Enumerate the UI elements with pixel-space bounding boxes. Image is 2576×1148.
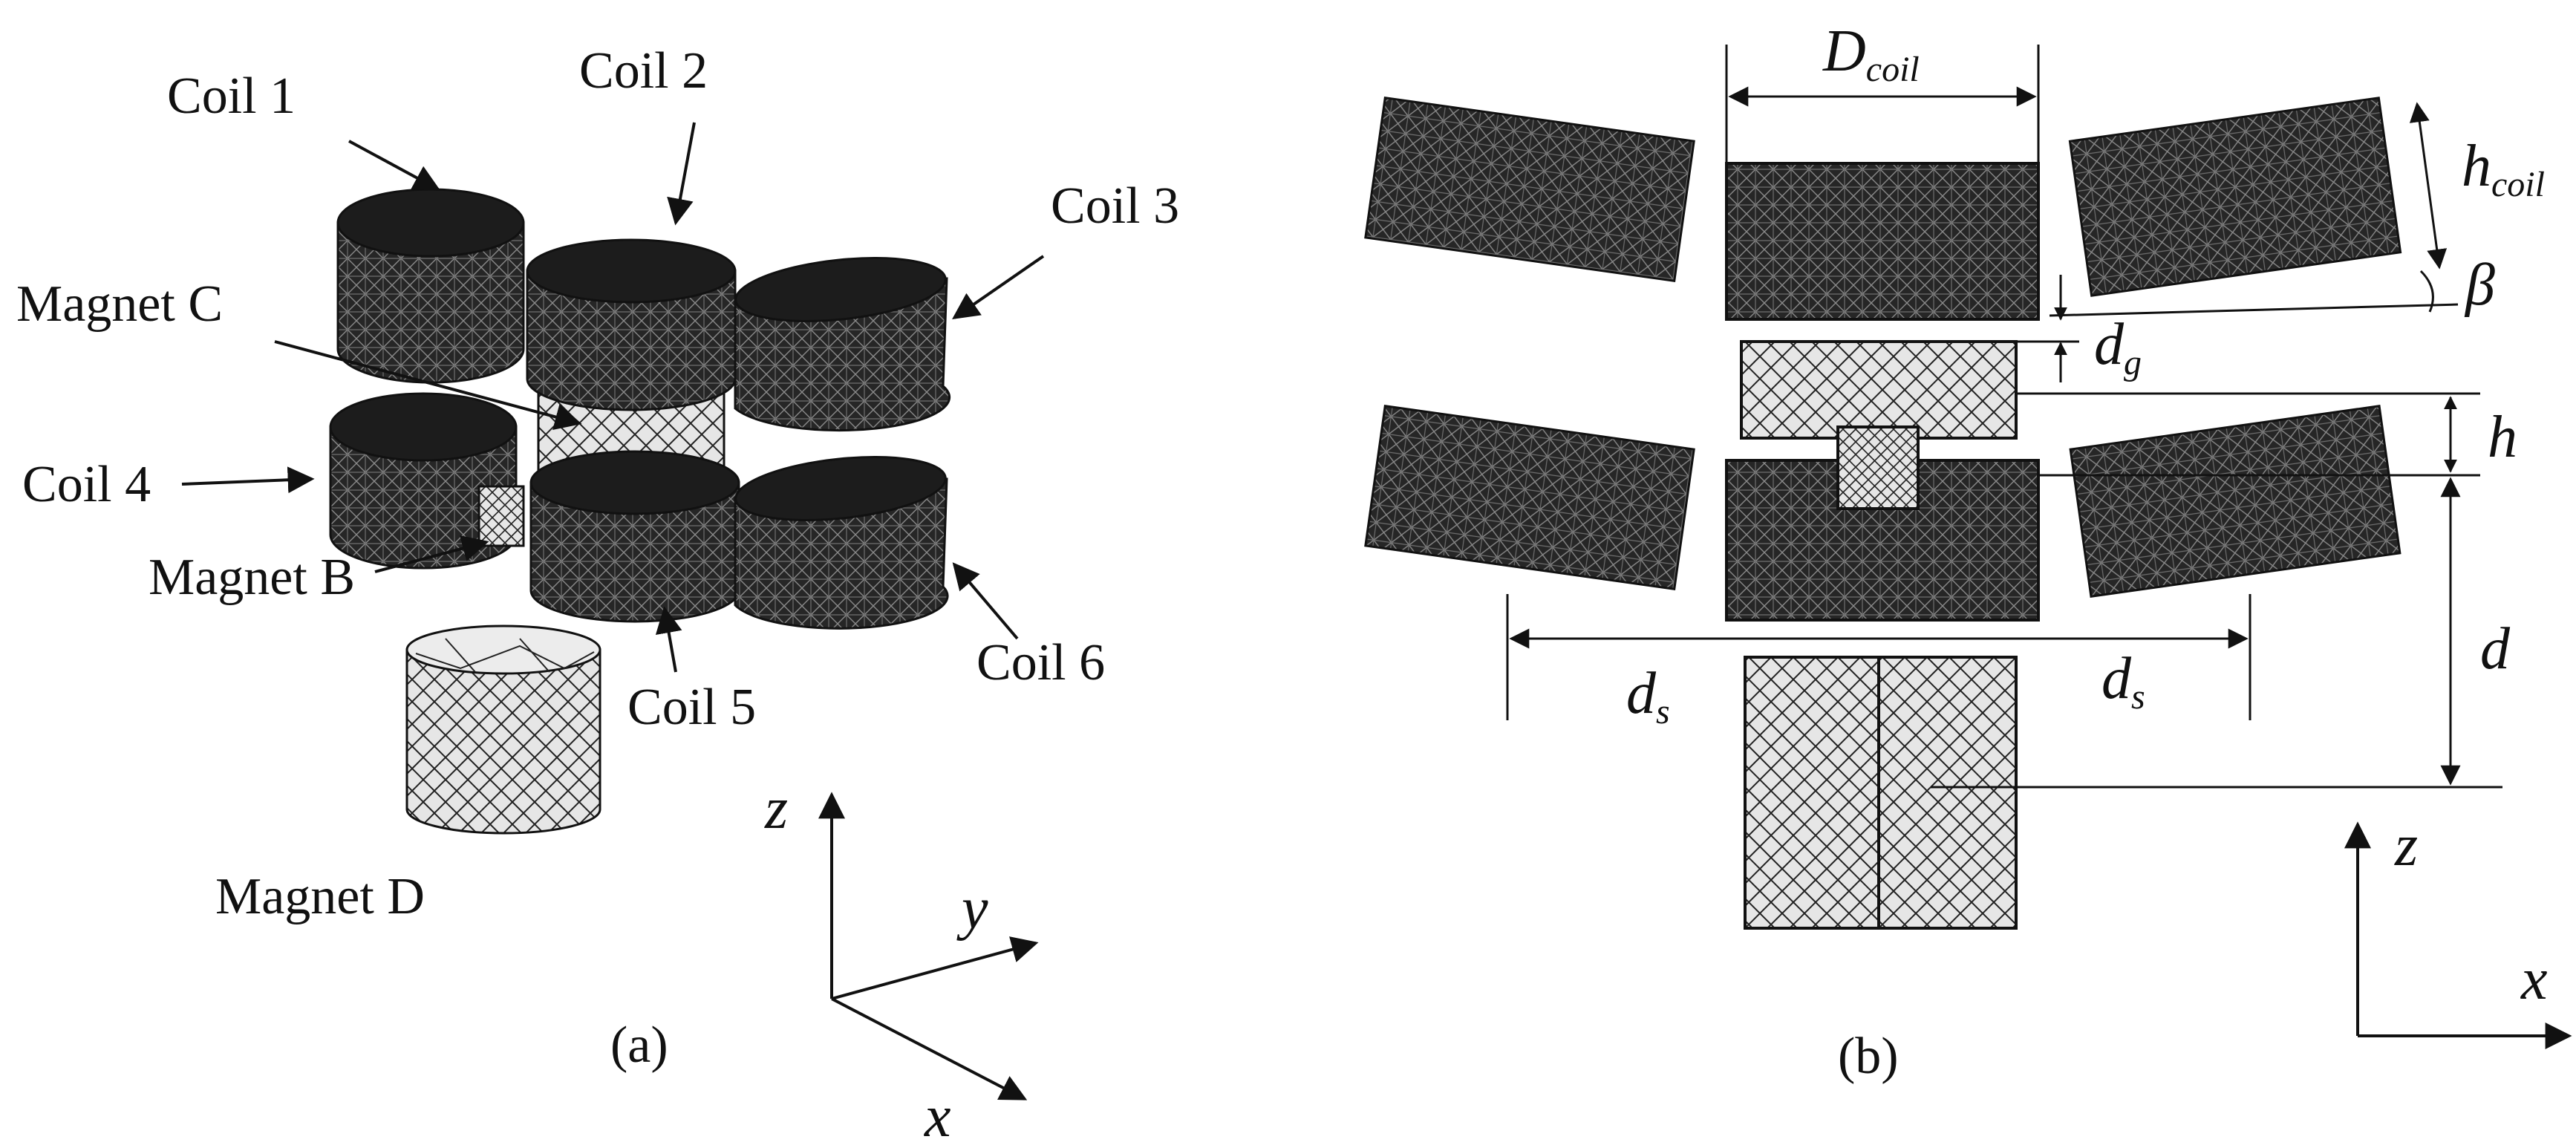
coil-4-label: Coil 4 — [22, 456, 151, 513]
y-axis-a — [831, 936, 1039, 1000]
axes-b: z x — [2344, 813, 2572, 1049]
panel-b: Dcoil hcoil β dg h d ds ds z — [1364, 19, 2572, 1085]
ds-left-label: ds — [1626, 661, 1670, 731]
dcoil-label: Dcoil — [1822, 19, 1920, 89]
x-axis-a — [831, 997, 1028, 1100]
coil-b-left-bottom — [1364, 405, 1695, 590]
magnet-d-label: Magnet D — [215, 868, 425, 925]
dg-label: dg — [2094, 312, 2142, 382]
magnet-b-b — [1836, 425, 1920, 510]
magnet-b-label: Magnet B — [149, 549, 355, 606]
coil-2-label: Coil 2 — [579, 42, 708, 100]
beta-arc — [2419, 270, 2434, 313]
beta-label: β — [2464, 252, 2495, 318]
panel-a: Coil 1 Coil 2 Coil 3 Magnet C Coil 4 Mag… — [16, 42, 1179, 1148]
coil-5-label: Coil 5 — [627, 679, 756, 736]
coil-b-right-bottom — [2069, 405, 2401, 598]
coil-2-leader — [667, 122, 696, 226]
hcoil-dim — [2409, 102, 2448, 270]
coil-3-shape — [734, 257, 951, 432]
coil-2-shape — [526, 238, 737, 411]
coil-b-center-top — [1725, 162, 2040, 321]
magnet-c-leader — [274, 340, 582, 430]
coil-b-left-top — [1364, 97, 1695, 282]
coil-b-right-top — [2068, 97, 2402, 297]
magnet-d-shape — [405, 624, 601, 835]
coil-1-leader — [348, 140, 441, 191]
y-label-a: y — [956, 876, 988, 942]
magnet-b-d — [1744, 656, 2018, 930]
coil-6-leader — [952, 562, 1019, 640]
z-label-a: z — [764, 776, 788, 841]
beta-baseline — [2049, 303, 2459, 317]
coil-4-leader — [181, 466, 315, 494]
coil-6-label: Coil 6 — [976, 634, 1105, 691]
coil-6-shape — [734, 456, 949, 630]
h-label: h — [2488, 405, 2517, 470]
magnet-b-leader — [374, 535, 489, 573]
coil-1-shape — [336, 188, 525, 384]
d-label: d — [2480, 616, 2511, 682]
magnet-b-shape — [477, 485, 525, 547]
ds-right-label: ds — [2101, 646, 2145, 717]
coil-5-shape — [529, 450, 740, 623]
coil-5-leader — [655, 606, 682, 673]
axes-a: z y x — [764, 776, 1039, 1148]
caption-a: (a) — [610, 1017, 668, 1074]
z-label-b: z — [2394, 813, 2418, 878]
magnet-b-c — [1740, 340, 2018, 440]
magnet-c-label: Magnet C — [16, 275, 223, 333]
coil-3-label: Coil 3 — [1051, 177, 1179, 235]
caption-b: (b) — [1838, 1028, 1899, 1085]
coil-4-shape — [329, 392, 518, 570]
x-label-a: x — [924, 1084, 951, 1148]
x-label-b: x — [2520, 947, 2548, 1012]
coil-3-leader — [952, 255, 1045, 320]
hcoil-label: hcoil — [2462, 134, 2545, 204]
coil-1-label: Coil 1 — [167, 68, 296, 125]
